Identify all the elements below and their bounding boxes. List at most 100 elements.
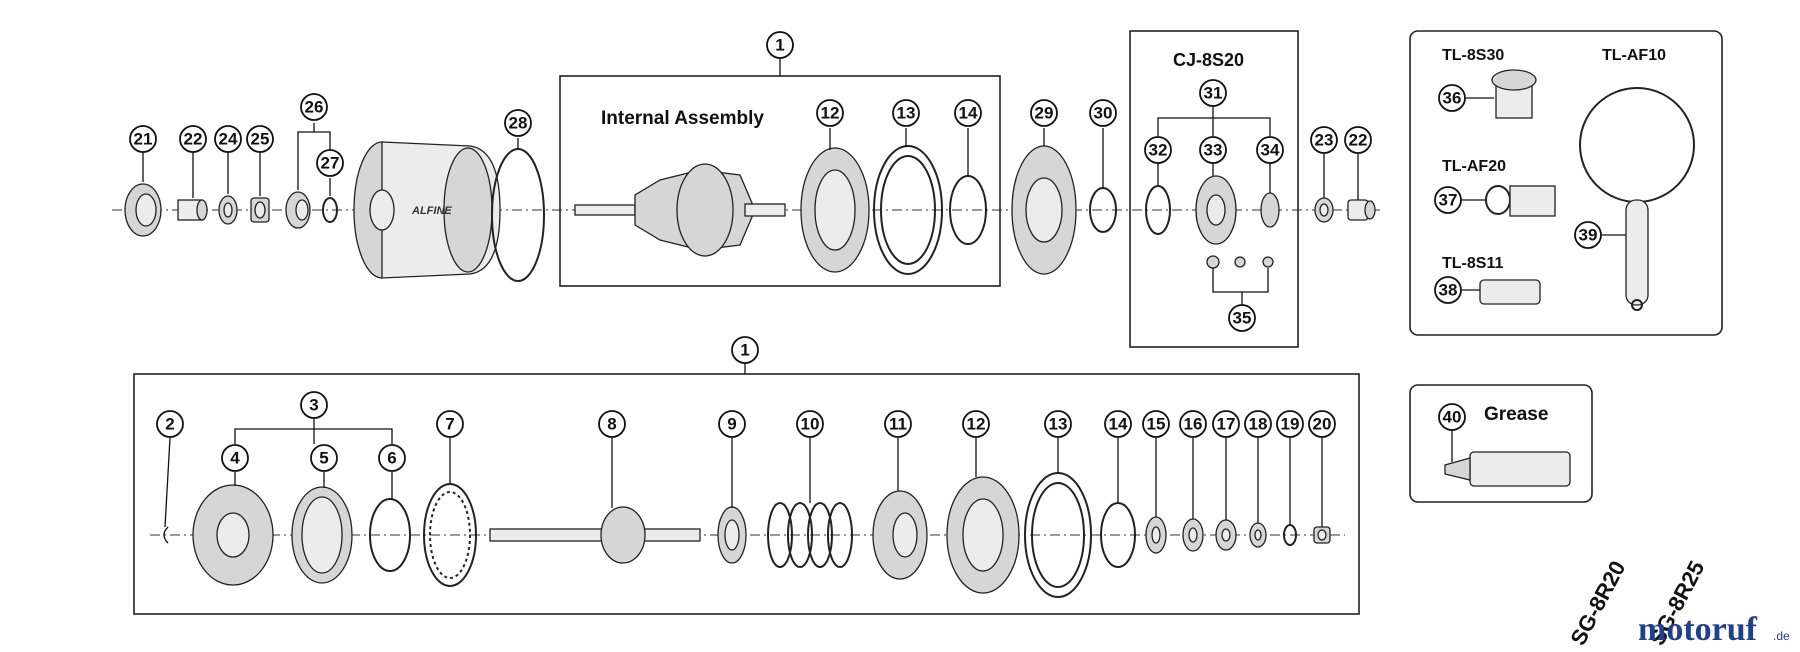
part-33-cassette-joint [1195, 175, 1237, 245]
callout-5[interactable]: 5 [310, 444, 338, 472]
svg-text:13: 13 [1049, 415, 1068, 434]
tl-af20-label: TL-AF20 [1442, 158, 1506, 175]
callout-7[interactable]: 7 [436, 410, 464, 438]
svg-text:16: 16 [1184, 415, 1203, 434]
callout-24[interactable]: 24 [214, 125, 242, 153]
watermark-suffix: .de [1773, 629, 1790, 643]
svg-text:1: 1 [775, 36, 784, 55]
callout-11[interactable]: 11 [884, 410, 912, 438]
callout-3[interactable]: 3 [300, 391, 328, 419]
callout-29[interactable]: 29 [1030, 99, 1058, 127]
svg-text:29: 29 [1035, 104, 1054, 123]
callout-13-top[interactable]: 13 [892, 99, 920, 127]
callout-28[interactable]: 28 [504, 109, 532, 137]
part-22-nut-right [1347, 199, 1376, 221]
svg-text:12: 12 [821, 104, 840, 123]
callout-22-right[interactable]: 22 [1344, 126, 1372, 154]
callout-4[interactable]: 4 [221, 444, 249, 472]
part-8-shaft [489, 506, 701, 564]
part-27-seal [322, 197, 338, 223]
internal-assembly-label: Internal Assembly [601, 108, 764, 129]
svg-text:15: 15 [1147, 415, 1166, 434]
callout-39[interactable]: 39 [1574, 221, 1602, 249]
callout-19[interactable]: 19 [1276, 410, 1304, 438]
part-23-nut [1314, 197, 1334, 223]
callout-31[interactable]: 31 [1199, 79, 1227, 107]
svg-text:1: 1 [740, 341, 749, 360]
part-9-ratchet [717, 506, 747, 564]
callout-38[interactable]: 38 [1434, 276, 1462, 304]
hub-brand-text: ALFINE [411, 205, 452, 217]
tools-box [1409, 30, 1723, 336]
svg-text:17: 17 [1217, 415, 1236, 434]
tool-39-wrench [1579, 87, 1695, 311]
callout-14-top[interactable]: 14 [954, 99, 982, 127]
hub-shell: ALFINE [353, 141, 501, 279]
svg-text:10: 10 [801, 415, 820, 434]
callout-1-bottom[interactable]: 1 [731, 336, 759, 364]
svg-text:35: 35 [1233, 309, 1252, 328]
grease-tube [1444, 451, 1571, 487]
svg-text:2: 2 [165, 415, 174, 434]
svg-text:19: 19 [1281, 415, 1300, 434]
callout-16[interactable]: 16 [1179, 410, 1207, 438]
part-35-screws [1206, 255, 1274, 269]
svg-text:23: 23 [1315, 131, 1334, 150]
callout-36[interactable]: 36 [1438, 84, 1466, 112]
callout-2[interactable]: 2 [156, 410, 184, 438]
callout-10[interactable]: 10 [796, 410, 824, 438]
callout-1-top[interactable]: 1 [766, 31, 794, 59]
grease-label: Grease [1484, 404, 1548, 425]
part-5-ring-gear [291, 486, 353, 584]
tl-af10-label: TL-AF10 [1602, 47, 1666, 64]
callout-35[interactable]: 35 [1228, 304, 1256, 332]
internal-parts-box [133, 373, 1360, 615]
svg-text:11: 11 [889, 415, 907, 434]
callout-40[interactable]: 40 [1438, 403, 1466, 431]
callout-25[interactable]: 25 [246, 125, 274, 153]
part-12-bottom [946, 476, 1020, 594]
callout-22-left[interactable]: 22 [179, 125, 207, 153]
callout-33[interactable]: 33 [1199, 136, 1227, 164]
svg-text:20: 20 [1313, 415, 1332, 434]
callout-13-bottom[interactable]: 13 [1044, 410, 1072, 438]
svg-text:25: 25 [251, 130, 270, 149]
callout-18[interactable]: 18 [1244, 410, 1272, 438]
callout-8[interactable]: 8 [598, 410, 626, 438]
svg-text:26: 26 [305, 98, 324, 117]
callout-30[interactable]: 30 [1089, 99, 1117, 127]
callout-26[interactable]: 26 [300, 93, 328, 121]
callout-12-bottom[interactable]: 12 [962, 410, 990, 438]
callout-32[interactable]: 32 [1144, 136, 1172, 164]
callout-34[interactable]: 34 [1256, 136, 1284, 164]
tool-38 [1479, 279, 1541, 305]
svg-text:12: 12 [967, 415, 986, 434]
callout-9[interactable]: 9 [718, 410, 746, 438]
grease-box [1409, 384, 1593, 503]
part-12-top [800, 147, 870, 273]
part-11-clutch [872, 490, 928, 580]
svg-text:22: 22 [184, 130, 203, 149]
tool-37 [1485, 185, 1556, 217]
svg-text:27: 27 [321, 154, 340, 173]
callout-23[interactable]: 23 [1310, 126, 1338, 154]
callout-20[interactable]: 20 [1308, 410, 1336, 438]
callout-15[interactable]: 15 [1142, 410, 1170, 438]
svg-text:4: 4 [230, 449, 240, 468]
callout-21[interactable]: 21 [129, 125, 157, 153]
callout-14-bottom[interactable]: 14 [1104, 410, 1132, 438]
part-13-top [873, 145, 943, 275]
svg-text:13: 13 [897, 104, 916, 123]
svg-text:24: 24 [219, 130, 238, 149]
callout-6[interactable]: 6 [378, 444, 406, 472]
callout-12-top[interactable]: 12 [816, 99, 844, 127]
svg-text:18: 18 [1249, 415, 1268, 434]
callout-27[interactable]: 27 [316, 149, 344, 177]
part-21-cap [124, 183, 162, 237]
svg-text:21: 21 [134, 130, 153, 149]
callout-37[interactable]: 37 [1434, 186, 1462, 214]
svg-text:14: 14 [1109, 415, 1128, 434]
callout-17[interactable]: 17 [1212, 410, 1240, 438]
